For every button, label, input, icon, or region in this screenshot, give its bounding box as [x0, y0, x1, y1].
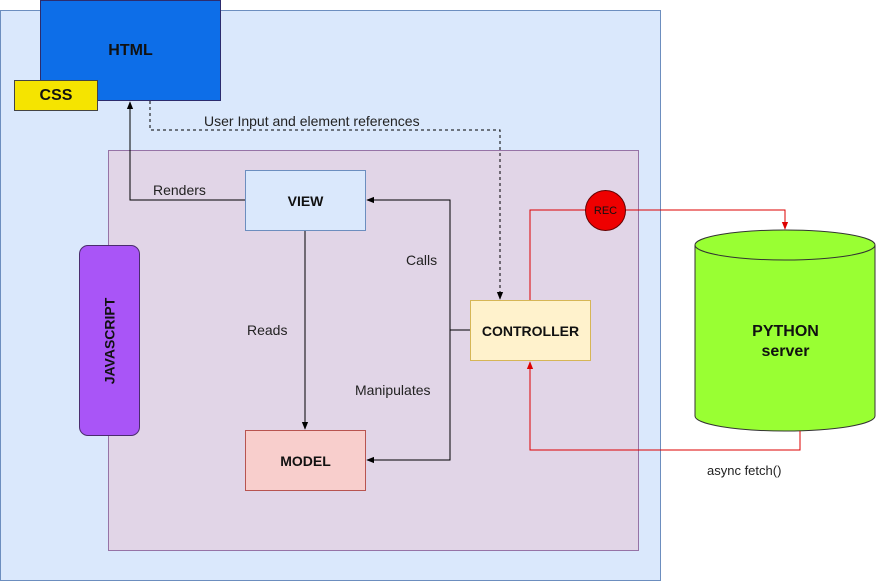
server-line-2: server [761, 343, 810, 360]
model-box: MODEL [245, 430, 366, 491]
edge-label-calls: Calls [406, 252, 438, 268]
rec-indicator: REC [585, 190, 626, 231]
server-line-1: PYTHON [752, 323, 819, 340]
controller-label: CONTROLLER [481, 322, 580, 339]
javascript-pill: JAVASCRIPT [79, 245, 140, 436]
edge-label-renders: Renders [153, 182, 206, 198]
python-server-label: PYTHON server [695, 322, 876, 362]
edge-label-manipulates: Manipulates [355, 382, 431, 398]
css-label: CSS [39, 86, 73, 104]
css-box: CSS [14, 80, 98, 111]
controller-box: CONTROLLER [470, 300, 591, 361]
model-label: MODEL [280, 452, 331, 469]
view-label: VIEW [287, 192, 324, 209]
edge-label-user-input: User Input and element references [204, 113, 420, 129]
edge-label-reads: Reads [247, 322, 288, 338]
html-label: HTML [108, 41, 153, 59]
edge-label-fetch: async fetch() [707, 463, 782, 478]
view-box: VIEW [245, 170, 366, 231]
html-box: HTML [40, 0, 221, 101]
javascript-label: JAVASCRIPT [101, 297, 118, 384]
rec-label: REC [593, 204, 618, 217]
